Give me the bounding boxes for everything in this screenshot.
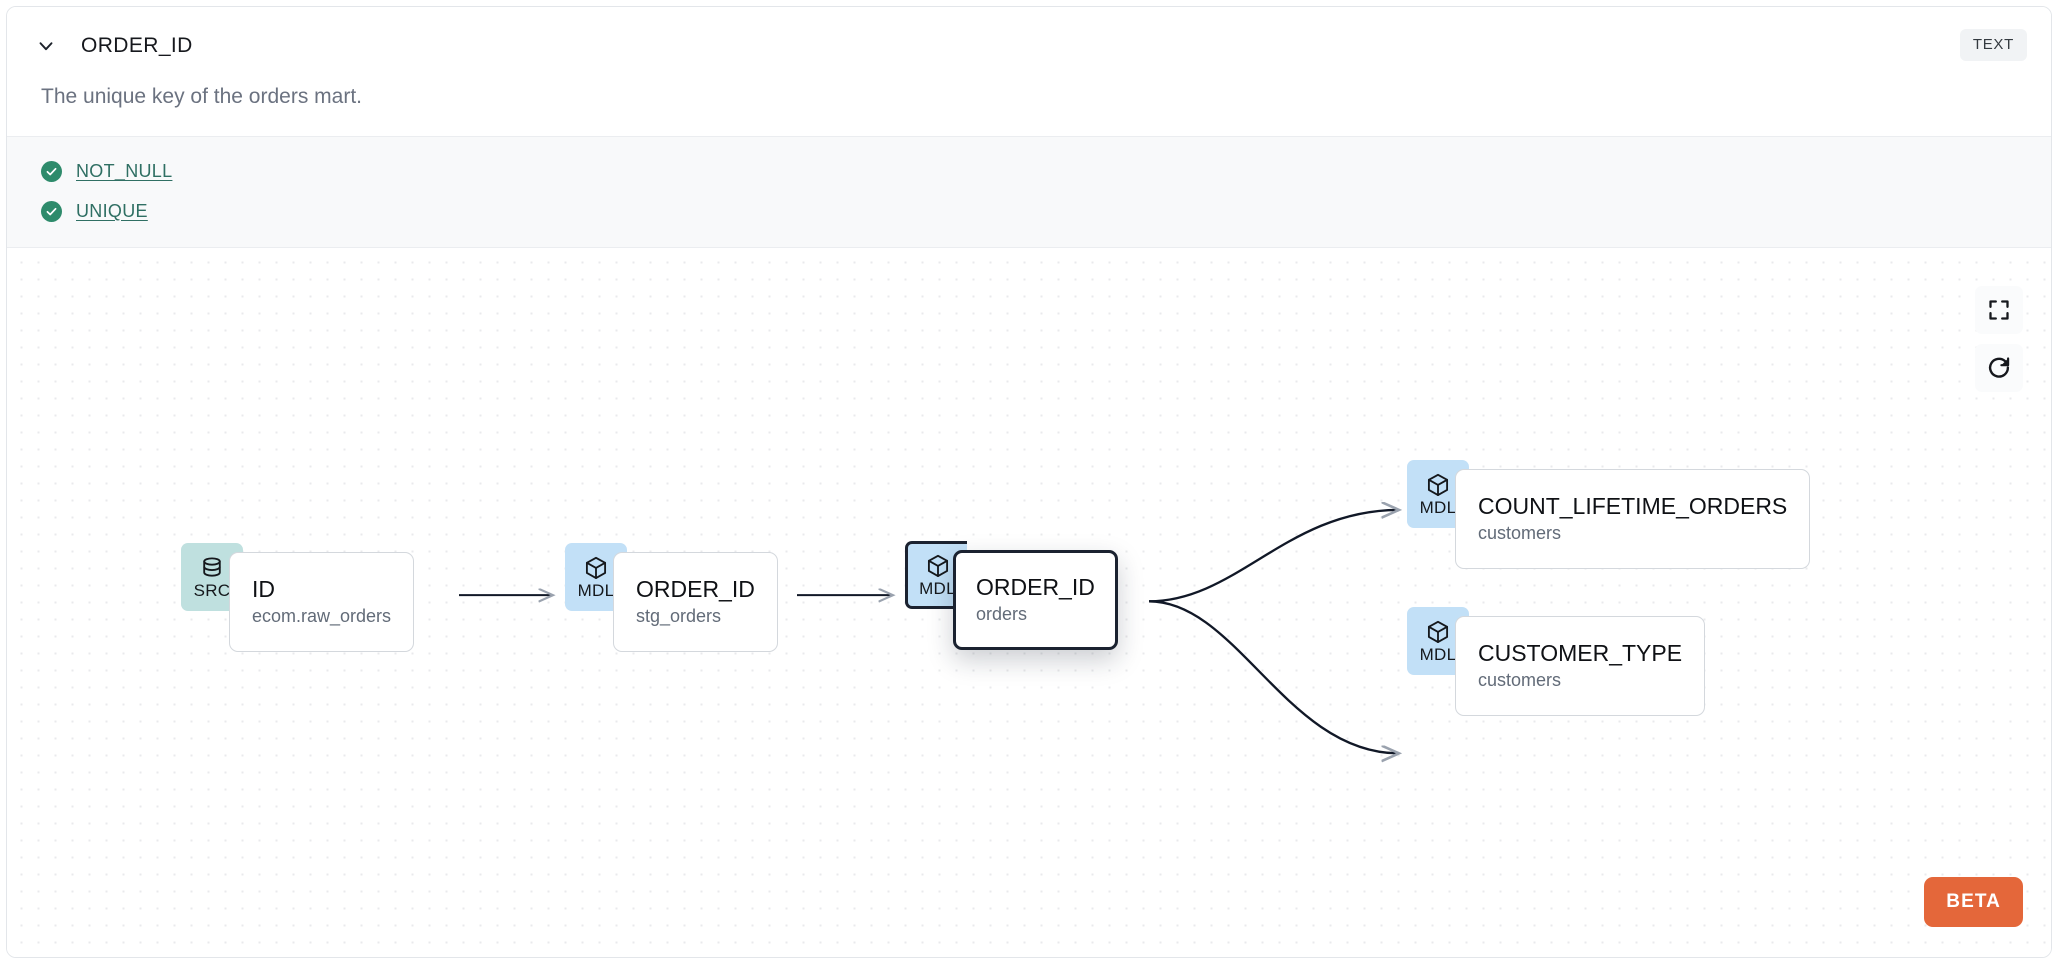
test-link-not-null[interactable]: NOT_NULL (76, 160, 173, 181)
test-link-unique[interactable]: UNIQUE (76, 200, 148, 221)
node-source-name: ecom.raw_orders (252, 605, 392, 626)
node-badge-label: MDL (577, 581, 615, 601)
edge-orders-to-customer-type (1148, 600, 1399, 754)
chevron-down-icon[interactable] (33, 33, 59, 59)
node-body: ID ecom.raw_orders (229, 552, 415, 653)
cube-icon (585, 557, 607, 580)
edge-orders-to-count (1148, 510, 1399, 603)
page-title: ORDER_ID (81, 34, 193, 57)
node-source-name: stg_orders (636, 605, 722, 626)
lineage-canvas[interactable]: SRC ID ecom.raw_orders MDL ORDER_ID stg_… (7, 248, 2051, 957)
lineage-node-customer-type[interactable]: MDL CUSTOMER_TYPE customers (1407, 607, 1706, 717)
node-badge-label: MDL (1419, 498, 1457, 518)
node-source-name: customers (1478, 669, 1562, 690)
node-body: COUNT_LIFETIME_ORDERS customers (1455, 469, 1811, 570)
node-badge-label: SRC (193, 581, 231, 601)
node-column-name: COUNT_LIFETIME_ORDERS (1478, 493, 1788, 520)
beta-badge[interactable]: BETA (1924, 877, 2023, 927)
node-body: ORDER_ID orders (953, 550, 1118, 651)
refresh-icon[interactable] (1975, 344, 2023, 393)
node-badge-label: MDL (1419, 645, 1457, 665)
node-column-name: CUSTOMER_TYPE (1478, 640, 1683, 667)
node-source-name: customers (1478, 522, 1562, 543)
database-icon (203, 557, 221, 577)
column-detail-panel: ORDER_ID TEXT The unique key of the orde… (6, 6, 2052, 958)
node-badge-label: MDL (919, 579, 956, 599)
lineage-node-orders-order-id[interactable]: MDL ORDER_ID orders (905, 541, 1118, 651)
check-circle-icon (41, 200, 62, 222)
test-row: NOT_NULL (7, 151, 2051, 191)
tests-section: NOT_NULL UNIQUE (7, 136, 2051, 249)
data-type-badge: TEXT (1959, 29, 2027, 61)
fit-to-screen-icon[interactable] (1975, 286, 2023, 335)
cube-icon (927, 555, 948, 578)
node-body: CUSTOMER_TYPE customers (1455, 616, 1706, 717)
node-column-name: ORDER_ID (636, 576, 755, 603)
panel-header: ORDER_ID TEXT The unique key of the orde… (7, 7, 2051, 137)
node-body: ORDER_ID stg_orders (613, 552, 778, 653)
cube-icon (1427, 474, 1449, 497)
node-column-name: ID (252, 576, 275, 603)
test-row: UNIQUE (7, 191, 2051, 231)
node-column-name: ORDER_ID (976, 574, 1095, 601)
check-circle-icon (41, 160, 62, 182)
column-description: The unique key of the orders mart. (41, 85, 362, 108)
lineage-node-src-id[interactable]: SRC ID ecom.raw_orders (181, 543, 415, 653)
node-source-name: orders (976, 603, 1028, 624)
lineage-node-stg-order-id[interactable]: MDL ORDER_ID stg_orders (565, 543, 778, 653)
lineage-node-count-lifetime-orders[interactable]: MDL COUNT_LIFETIME_ORDERS customers (1407, 460, 1811, 570)
cube-icon (1427, 621, 1449, 644)
canvas-controls (1975, 286, 2023, 393)
